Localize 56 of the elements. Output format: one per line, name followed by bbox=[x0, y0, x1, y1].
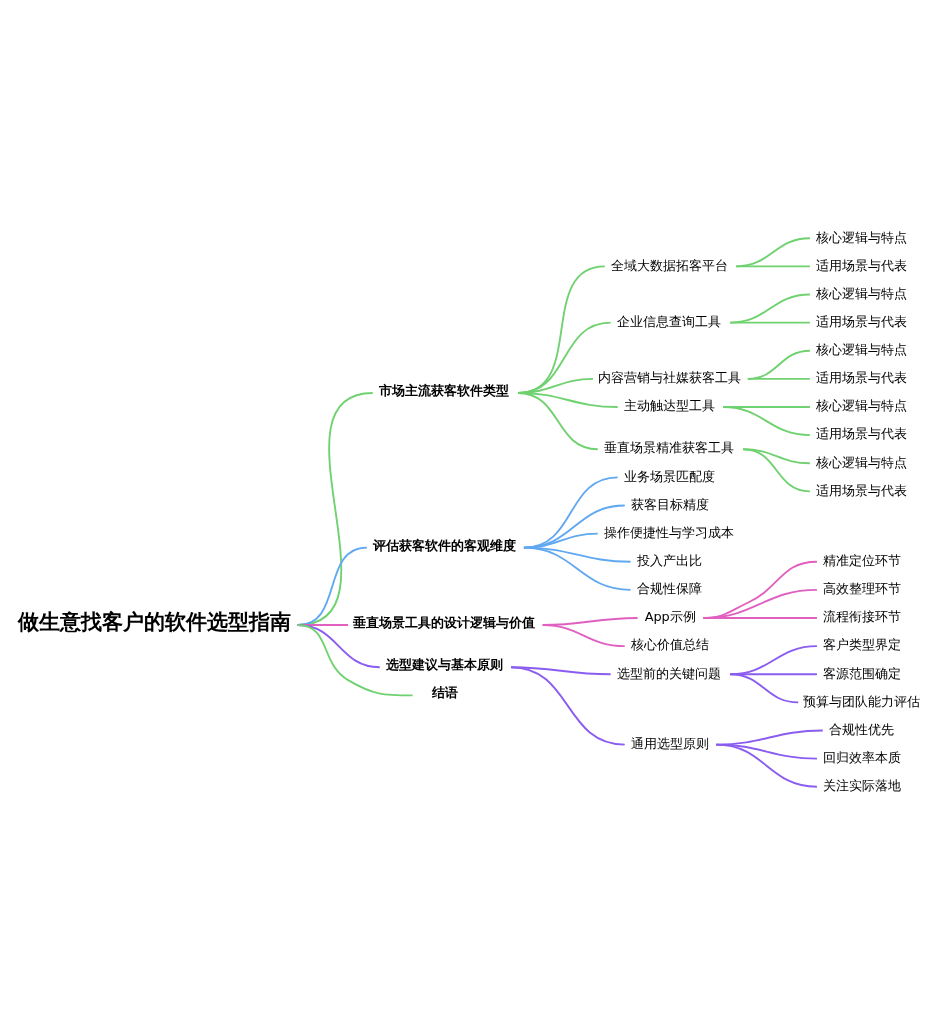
connector bbox=[722, 405, 811, 436]
node-text: App示例 bbox=[644, 608, 696, 624]
node-text: 适用场景与代表 bbox=[816, 482, 908, 498]
connector bbox=[729, 321, 811, 324]
node-text: 评估获客软件的客观维度 bbox=[372, 537, 516, 553]
node-text: 选型建议与基本原则 bbox=[385, 656, 503, 672]
node-text: 选型前的关键问题 bbox=[617, 665, 722, 681]
connector bbox=[746, 349, 811, 380]
node-text: 合规性保障 bbox=[637, 580, 703, 596]
node-text: 精准定位环节 bbox=[822, 552, 901, 568]
node-text: 核心逻辑与特点 bbox=[816, 229, 908, 245]
connector bbox=[541, 623, 626, 647]
connector bbox=[729, 293, 811, 324]
node-text: 适用场景与代表 bbox=[816, 425, 908, 441]
node-text: 主动触达型工具 bbox=[624, 397, 716, 413]
node-text: 核心逻辑与特点 bbox=[816, 397, 908, 413]
node-text: 获客目标精度 bbox=[630, 496, 709, 512]
connector bbox=[510, 665, 626, 745]
node-text: 投入产出比 bbox=[637, 552, 703, 568]
connector bbox=[702, 616, 818, 619]
connector bbox=[729, 672, 800, 703]
node-text: 结语 bbox=[431, 684, 458, 700]
node-text: 操作便捷性与学习成本 bbox=[604, 524, 735, 540]
node-text: 核心逻辑与特点 bbox=[816, 454, 908, 470]
node-text: 通用选型原则 bbox=[630, 735, 709, 751]
node-text: 适用场景与代表 bbox=[816, 313, 908, 329]
node-text: 垂直场景工具的设计逻辑与价值 bbox=[352, 614, 535, 630]
connector bbox=[517, 391, 599, 450]
node-text: 适用场景与代表 bbox=[816, 257, 908, 273]
node-text: 内容营销与社媒获客工具 bbox=[597, 369, 741, 385]
node-text: 核心逻辑与特点 bbox=[816, 285, 908, 301]
node-text: 适用场景与代表 bbox=[816, 369, 908, 385]
connector bbox=[702, 588, 818, 619]
node-text: 关注实际落地 bbox=[822, 777, 901, 793]
node-text: 合规性优先 bbox=[829, 721, 895, 737]
node-text: 回归效率本质 bbox=[822, 749, 901, 765]
node-text: 高效整理环节 bbox=[822, 580, 901, 596]
node-text: 客源范围确定 bbox=[822, 665, 901, 681]
node-text: 客户类型界定 bbox=[822, 636, 901, 652]
node-text: 预算与团队能力评估 bbox=[802, 693, 920, 709]
connector bbox=[715, 743, 818, 788]
connector bbox=[522, 546, 632, 591]
node-text: 核心价值总结 bbox=[630, 636, 709, 652]
node-text: 市场主流获客软件类型 bbox=[379, 382, 510, 398]
connector bbox=[735, 264, 811, 267]
node-text: 企业信息查询工具 bbox=[617, 313, 722, 329]
node-text: 全域大数据拓客平台 bbox=[610, 257, 728, 273]
node-text: 核心逻辑与特点 bbox=[816, 341, 908, 357]
connector bbox=[742, 447, 811, 492]
node-text: 业务场景匹配度 bbox=[624, 468, 716, 484]
node-text: 做生意找客户的软件选型指南 bbox=[17, 608, 291, 634]
connector bbox=[702, 560, 818, 619]
node-text: 流程衔接环节 bbox=[822, 608, 901, 624]
node-text: 垂直场景精准获客工具 bbox=[604, 439, 735, 455]
connector bbox=[746, 377, 811, 380]
connector bbox=[735, 236, 811, 267]
